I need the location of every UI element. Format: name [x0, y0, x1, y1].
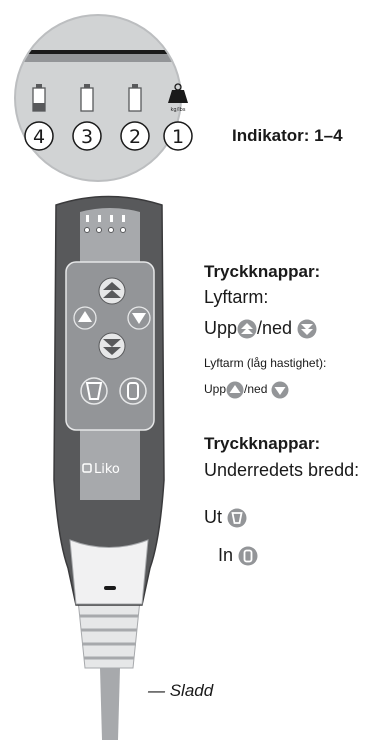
svg-text:1: 1: [172, 126, 184, 148]
svg-text:4: 4: [33, 126, 45, 148]
section2-title: Tryckknappar:: [204, 434, 320, 454]
out-label: Ut: [204, 507, 222, 527]
down-label: /ned: [257, 318, 292, 338]
slow-speed-row: Upp/ned: [204, 380, 289, 399]
out-button-on-control: [81, 378, 107, 404]
svg-text:2: 2: [129, 126, 141, 148]
control-body: [54, 197, 164, 606]
cable: [78, 600, 140, 740]
single-down-arrow-icon: [271, 381, 289, 399]
down-button-on-control: [99, 333, 125, 359]
out-row: Ut: [204, 507, 247, 528]
section1-subtitle: Lyftarm:: [204, 287, 268, 308]
double-down-arrow-icon: [297, 319, 317, 339]
up-button-on-control: [99, 278, 125, 304]
up-label: Upp: [204, 318, 237, 338]
battery-icon-3: [81, 84, 93, 111]
slow-up-label: Upp: [204, 382, 226, 396]
in-label: In: [218, 545, 233, 565]
spread-out-icon: [227, 508, 247, 528]
section1-title: Tryckknappar:: [204, 262, 320, 282]
in-button-on-control: [120, 378, 146, 404]
battery-icon-4: [33, 84, 45, 111]
indicator-number-2: 2: [121, 122, 149, 150]
cable-label: — Sladd: [148, 681, 213, 701]
indicator-label: Indikator: 1–4: [232, 126, 343, 146]
slow-up-button-on-control: [74, 307, 96, 329]
section2-subtitle: Underredets bredd:: [204, 460, 359, 481]
indicator-number-3: 3: [73, 122, 101, 150]
double-up-arrow-icon: [237, 319, 257, 339]
single-up-arrow-icon: [226, 381, 244, 399]
spread-in-icon: [238, 546, 258, 566]
svg-text:3: 3: [81, 126, 93, 148]
svg-text:Liko: Liko: [94, 462, 120, 477]
indicator-number-1: 1: [164, 122, 192, 150]
svg-text:kg/lbs: kg/lbs: [171, 107, 186, 113]
lift-arm-row: Upp/ned: [204, 318, 317, 339]
slow-down-button-on-control: [128, 307, 150, 329]
in-row: In: [218, 545, 258, 566]
slow-speed-label: Lyftarm (låg hastighet):: [204, 356, 326, 370]
battery-icon-2: [129, 84, 141, 111]
slow-down-label: /ned: [244, 382, 267, 396]
indicator-number-4: 4: [25, 122, 53, 150]
